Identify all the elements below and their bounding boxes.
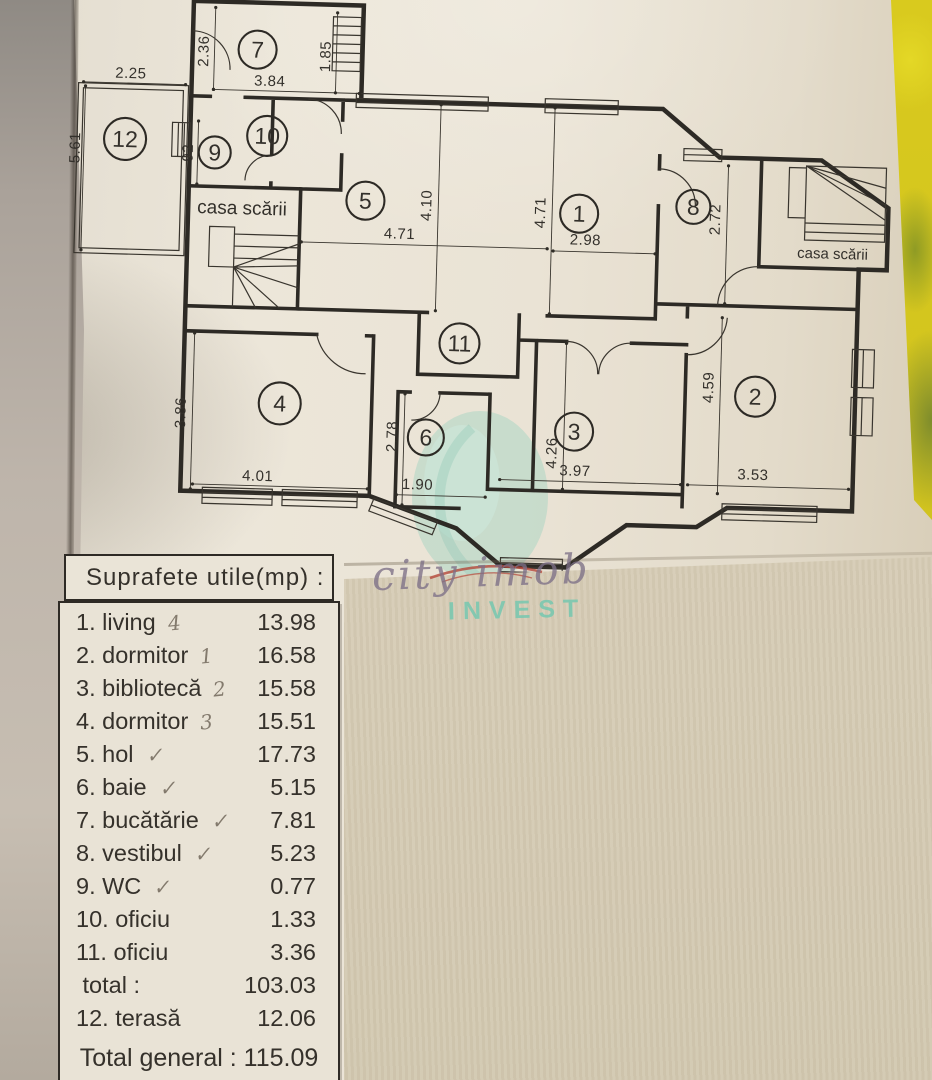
room-12-number: 12 [112, 126, 138, 153]
row-handwritten-note: 2 [212, 676, 228, 702]
room-2-number: 2 [748, 383, 762, 409]
dim-room3-width: 3.97 [559, 462, 591, 480]
dim-room2-width: 3.53 [737, 466, 769, 484]
row-value: 16.58 [257, 642, 316, 668]
dim-wc-width: 92 [179, 144, 196, 162]
room-1-number: 1 [572, 201, 586, 227]
row-handwritten-note: 3 [199, 709, 215, 735]
table-row: 12. terasă 12.06 [60, 1005, 338, 1038]
row-value: 15.51 [257, 708, 316, 734]
dim-room3-height: 4.26 [543, 437, 561, 469]
row-value: 103.03 [244, 972, 316, 998]
table-row: 10. oficiu 1.33 [60, 906, 338, 939]
dim-hall-width: 4.71 [384, 225, 416, 243]
dim-terrace-width: 2.25 [115, 65, 147, 83]
interior-walls [182, 93, 889, 511]
row-label: 9. WC [76, 873, 142, 899]
dim-room4-width: 4.01 [242, 467, 274, 485]
dim-room4-height: 3.86 [172, 397, 190, 429]
table-row: 7. bucătărie ✓ 7.81 [60, 807, 338, 840]
terrace-outline [73, 82, 190, 257]
dim-vestibule-height: 2.72 [707, 204, 725, 236]
row-handwritten-note: 1 [199, 643, 215, 669]
row-handwritten-note: ✓ [192, 841, 212, 867]
dim-living-width: 2.98 [570, 231, 602, 249]
table-row: 1. living 4 13.98 [60, 609, 338, 642]
row-label: 2. dormitor [76, 642, 189, 668]
area-table: Suprafete utile(mp) : 1. living 4 13.98 … [58, 554, 340, 1080]
table-row: 9. WC ✓ 0.77 [60, 873, 338, 906]
table-row: 11. oficiu 3.36 [60, 939, 338, 972]
row-value: 15.58 [257, 675, 316, 701]
row-label: 8. vestibul [76, 840, 182, 866]
row-value: 17.73 [257, 741, 316, 767]
row-value: 5.15 [270, 774, 316, 800]
row-label: 1. living [76, 609, 156, 635]
door-arcs [193, 30, 759, 421]
dim-kitchen-height: 2.36 [195, 35, 213, 67]
table-row: total : 103.03 [60, 972, 338, 1005]
row-handwritten-note: ✓ [209, 808, 229, 834]
table-row: 6. baie ✓ 5.15 [60, 774, 338, 807]
room-10-number: 10 [254, 123, 280, 150]
dim-kitchen-width: 3.84 [254, 73, 286, 91]
room-5-number: 5 [359, 188, 373, 214]
room-11-number: 11 [447, 330, 472, 357]
staircase-right [787, 165, 888, 243]
row-handwritten-note: ✓ [152, 874, 172, 900]
dimension-lines [79, 5, 851, 507]
room-markers: 7 12 9 10 5 1 8 11 4 6 3 2 [103, 29, 777, 457]
room-8-number: 8 [687, 194, 701, 220]
row-label: 10. oficiu [76, 906, 171, 932]
row-handwritten-note: ✓ [157, 775, 177, 801]
dim-terrace-height: 5.61 [66, 132, 84, 164]
room-3-number: 3 [567, 418, 581, 444]
row-label: 7. bucătărie [76, 807, 199, 833]
dim-kitchen-right: 1.85 [317, 41, 335, 73]
dim-living-height: 4.71 [532, 197, 550, 229]
table-row: 2. dormitor 1 16.58 [60, 642, 338, 675]
row-label: 4. dormitor [76, 708, 189, 734]
row-value: 3.36 [270, 939, 316, 965]
room-4-number: 4 [273, 390, 287, 416]
staircase-left [207, 225, 300, 309]
table-row: 3. bibliotecă 2 15.58 [60, 675, 338, 708]
row-handwritten-note: ✓ [144, 742, 164, 768]
row-label: 12. terasă [76, 1005, 181, 1031]
row-label: 6. baie [76, 774, 147, 800]
area-table-rows: 1. living 4 13.98 2. dormitor 1 16.58 3.… [58, 601, 340, 1080]
row-value: 0.77 [270, 873, 316, 899]
table-row: 5. hol ✓ 17.73 [60, 741, 338, 774]
row-label: total : [76, 972, 141, 998]
dim-bath-width: 1.90 [402, 476, 434, 494]
window-hatches [170, 16, 876, 574]
table-row: 8. vestibul ✓ 5.23 [60, 840, 338, 873]
room-7-number: 7 [251, 36, 265, 62]
row-label: 5. hol [76, 741, 134, 767]
row-label: 3. bibliotecă [76, 675, 202, 701]
row-value: 7.81 [270, 807, 316, 833]
row-value: 12.06 [257, 1005, 316, 1031]
row-value: 5.23 [270, 840, 316, 866]
dim-room2-height: 4.59 [700, 372, 718, 404]
row-label: 11. oficiu [76, 939, 169, 965]
stairwell-label-left: casa scării [197, 197, 287, 220]
stairwell-label-right: casa scării [797, 245, 868, 264]
exterior-walls [177, 0, 891, 570]
room-6-number: 6 [419, 424, 433, 450]
row-value: 13.98 [257, 609, 316, 635]
row-handwritten-note: 4 [166, 610, 182, 636]
area-table-footer: Total general : 115.09 [79, 1044, 319, 1072]
row-value: 1.33 [270, 906, 316, 932]
dim-hall-height: 4.10 [418, 190, 436, 222]
room-9-number: 9 [208, 139, 222, 165]
table-row: 4. dormitor 3 15.51 [60, 708, 338, 741]
dim-bath-height: 2.78 [383, 421, 401, 453]
area-table-title: Suprafete utile(mp) : [64, 554, 334, 601]
